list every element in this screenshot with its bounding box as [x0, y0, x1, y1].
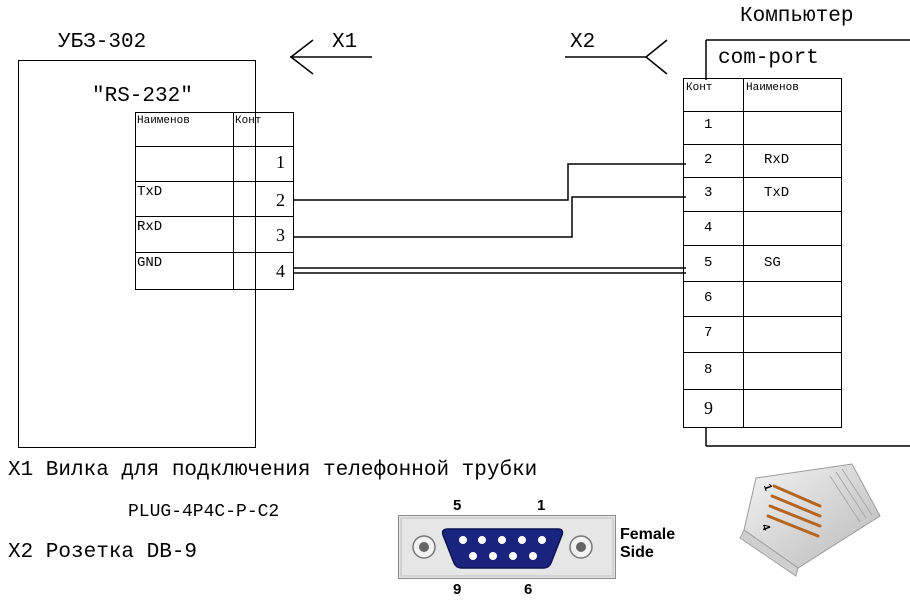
- right-row-3-name-cell: TxD: [743, 177, 842, 212]
- db9-pin-6-label: 6: [524, 581, 533, 598]
- left-table-header-name: Наименов: [137, 115, 190, 127]
- right-row-1-pin-cell: 1: [683, 111, 744, 145]
- left-row-4-pin-cell: 4: [233, 252, 294, 290]
- db9-side-label-2: Side: [620, 544, 654, 561]
- right-row-4-pin-cell: 4: [683, 211, 744, 246]
- connector-x2-fork: [565, 39, 668, 75]
- wire-txd: [294, 163, 686, 201]
- legend-x2-line: X2 Розетка DB-9: [8, 541, 198, 564]
- db9-screw-right-icon: [569, 535, 593, 559]
- wiring: [294, 163, 686, 274]
- left-row-3-pin: 3: [276, 225, 285, 245]
- connector-x1-label: X1: [332, 31, 358, 54]
- right-row-7-pin-cell: 7: [683, 316, 744, 353]
- right-row-9-pin: 9: [704, 398, 713, 418]
- db9-pin-9-label: 9: [453, 581, 462, 598]
- rj-plug-icon: [739, 463, 881, 577]
- left-device-title: УБЗ-302: [58, 31, 147, 54]
- left-row-3-name: RxD: [137, 219, 163, 235]
- legend-x1-part: PLUG-4P4C-P-C2: [128, 502, 280, 522]
- right-row-7-name-cell: [743, 316, 842, 353]
- right-row-8-pin: 8: [704, 362, 713, 378]
- left-row-4-name: GND: [137, 255, 163, 271]
- db9-pin-5-label: 5: [453, 497, 462, 514]
- db9-plate: [398, 515, 616, 579]
- connector-x1-arrow: [289, 39, 372, 75]
- left-row-4-pin: 4: [276, 261, 285, 281]
- right-row-5-name: SG: [764, 255, 781, 271]
- right-table-header-pin-cell: Конт: [683, 78, 744, 112]
- right-row-8-pin-cell: 8: [683, 352, 744, 390]
- right-device-frame: [705, 39, 910, 447]
- right-row-9-pin-cell: 9: [683, 389, 744, 428]
- right-row-8-name-cell: [743, 352, 842, 390]
- right-row-3-pin: 3: [704, 185, 713, 201]
- wire-rxd: [294, 196, 686, 238]
- right-row-1-pin: 1: [704, 117, 713, 133]
- right-device-title: Компьютер: [740, 5, 854, 28]
- right-row-5-pin-cell: 5: [683, 245, 744, 282]
- right-table-header-name: Наименов: [746, 82, 799, 94]
- connector-x2-label: X2: [570, 31, 596, 54]
- right-row-2-name-cell: RxD: [743, 144, 842, 178]
- right-port-label: com-port: [718, 47, 819, 70]
- right-row-6-pin-cell: 6: [683, 281, 744, 317]
- rj-contacts: [766, 484, 822, 538]
- legend-x1-line: X1 Вилка для подключения телефонной труб…: [8, 459, 538, 482]
- right-row-2-pin: 2: [704, 152, 713, 168]
- right-row-9-name-cell: [743, 389, 842, 428]
- right-row-3-pin-cell: 3: [683, 177, 744, 212]
- db9-pin-1-label: 1: [537, 497, 546, 514]
- right-row-1-name-cell: [743, 111, 842, 145]
- left-row-1-pin: 1: [276, 152, 285, 172]
- db9-screw-left-icon: [412, 535, 436, 559]
- right-table-header-name-cell: Наименов: [743, 78, 842, 112]
- left-row-2-name: TxD: [137, 184, 163, 200]
- db9-side-label-1: Female: [620, 526, 676, 543]
- left-device-box: [18, 60, 256, 448]
- right-row-6-name-cell: [743, 281, 842, 317]
- left-table-header-pin: Конт: [235, 115, 262, 127]
- right-row-6-pin: 6: [704, 290, 713, 306]
- right-row-5-pin: 5: [704, 255, 713, 271]
- right-row-3-name: TxD: [764, 185, 790, 201]
- right-row-2-name: RxD: [764, 152, 790, 168]
- db9-pins: [459, 536, 546, 560]
- right-row-4-pin: 4: [704, 220, 713, 236]
- db9-shell: [441, 528, 564, 569]
- right-row-2-pin-cell: 2: [683, 144, 744, 178]
- left-row-2-pin: 2: [276, 190, 285, 210]
- right-row-5-name-cell: SG: [743, 245, 842, 282]
- right-row-7-pin: 7: [704, 325, 713, 341]
- right-table-header-pin: Конт: [686, 82, 713, 94]
- left-port-label: "RS-232": [92, 85, 193, 108]
- right-row-4-name-cell: [743, 211, 842, 246]
